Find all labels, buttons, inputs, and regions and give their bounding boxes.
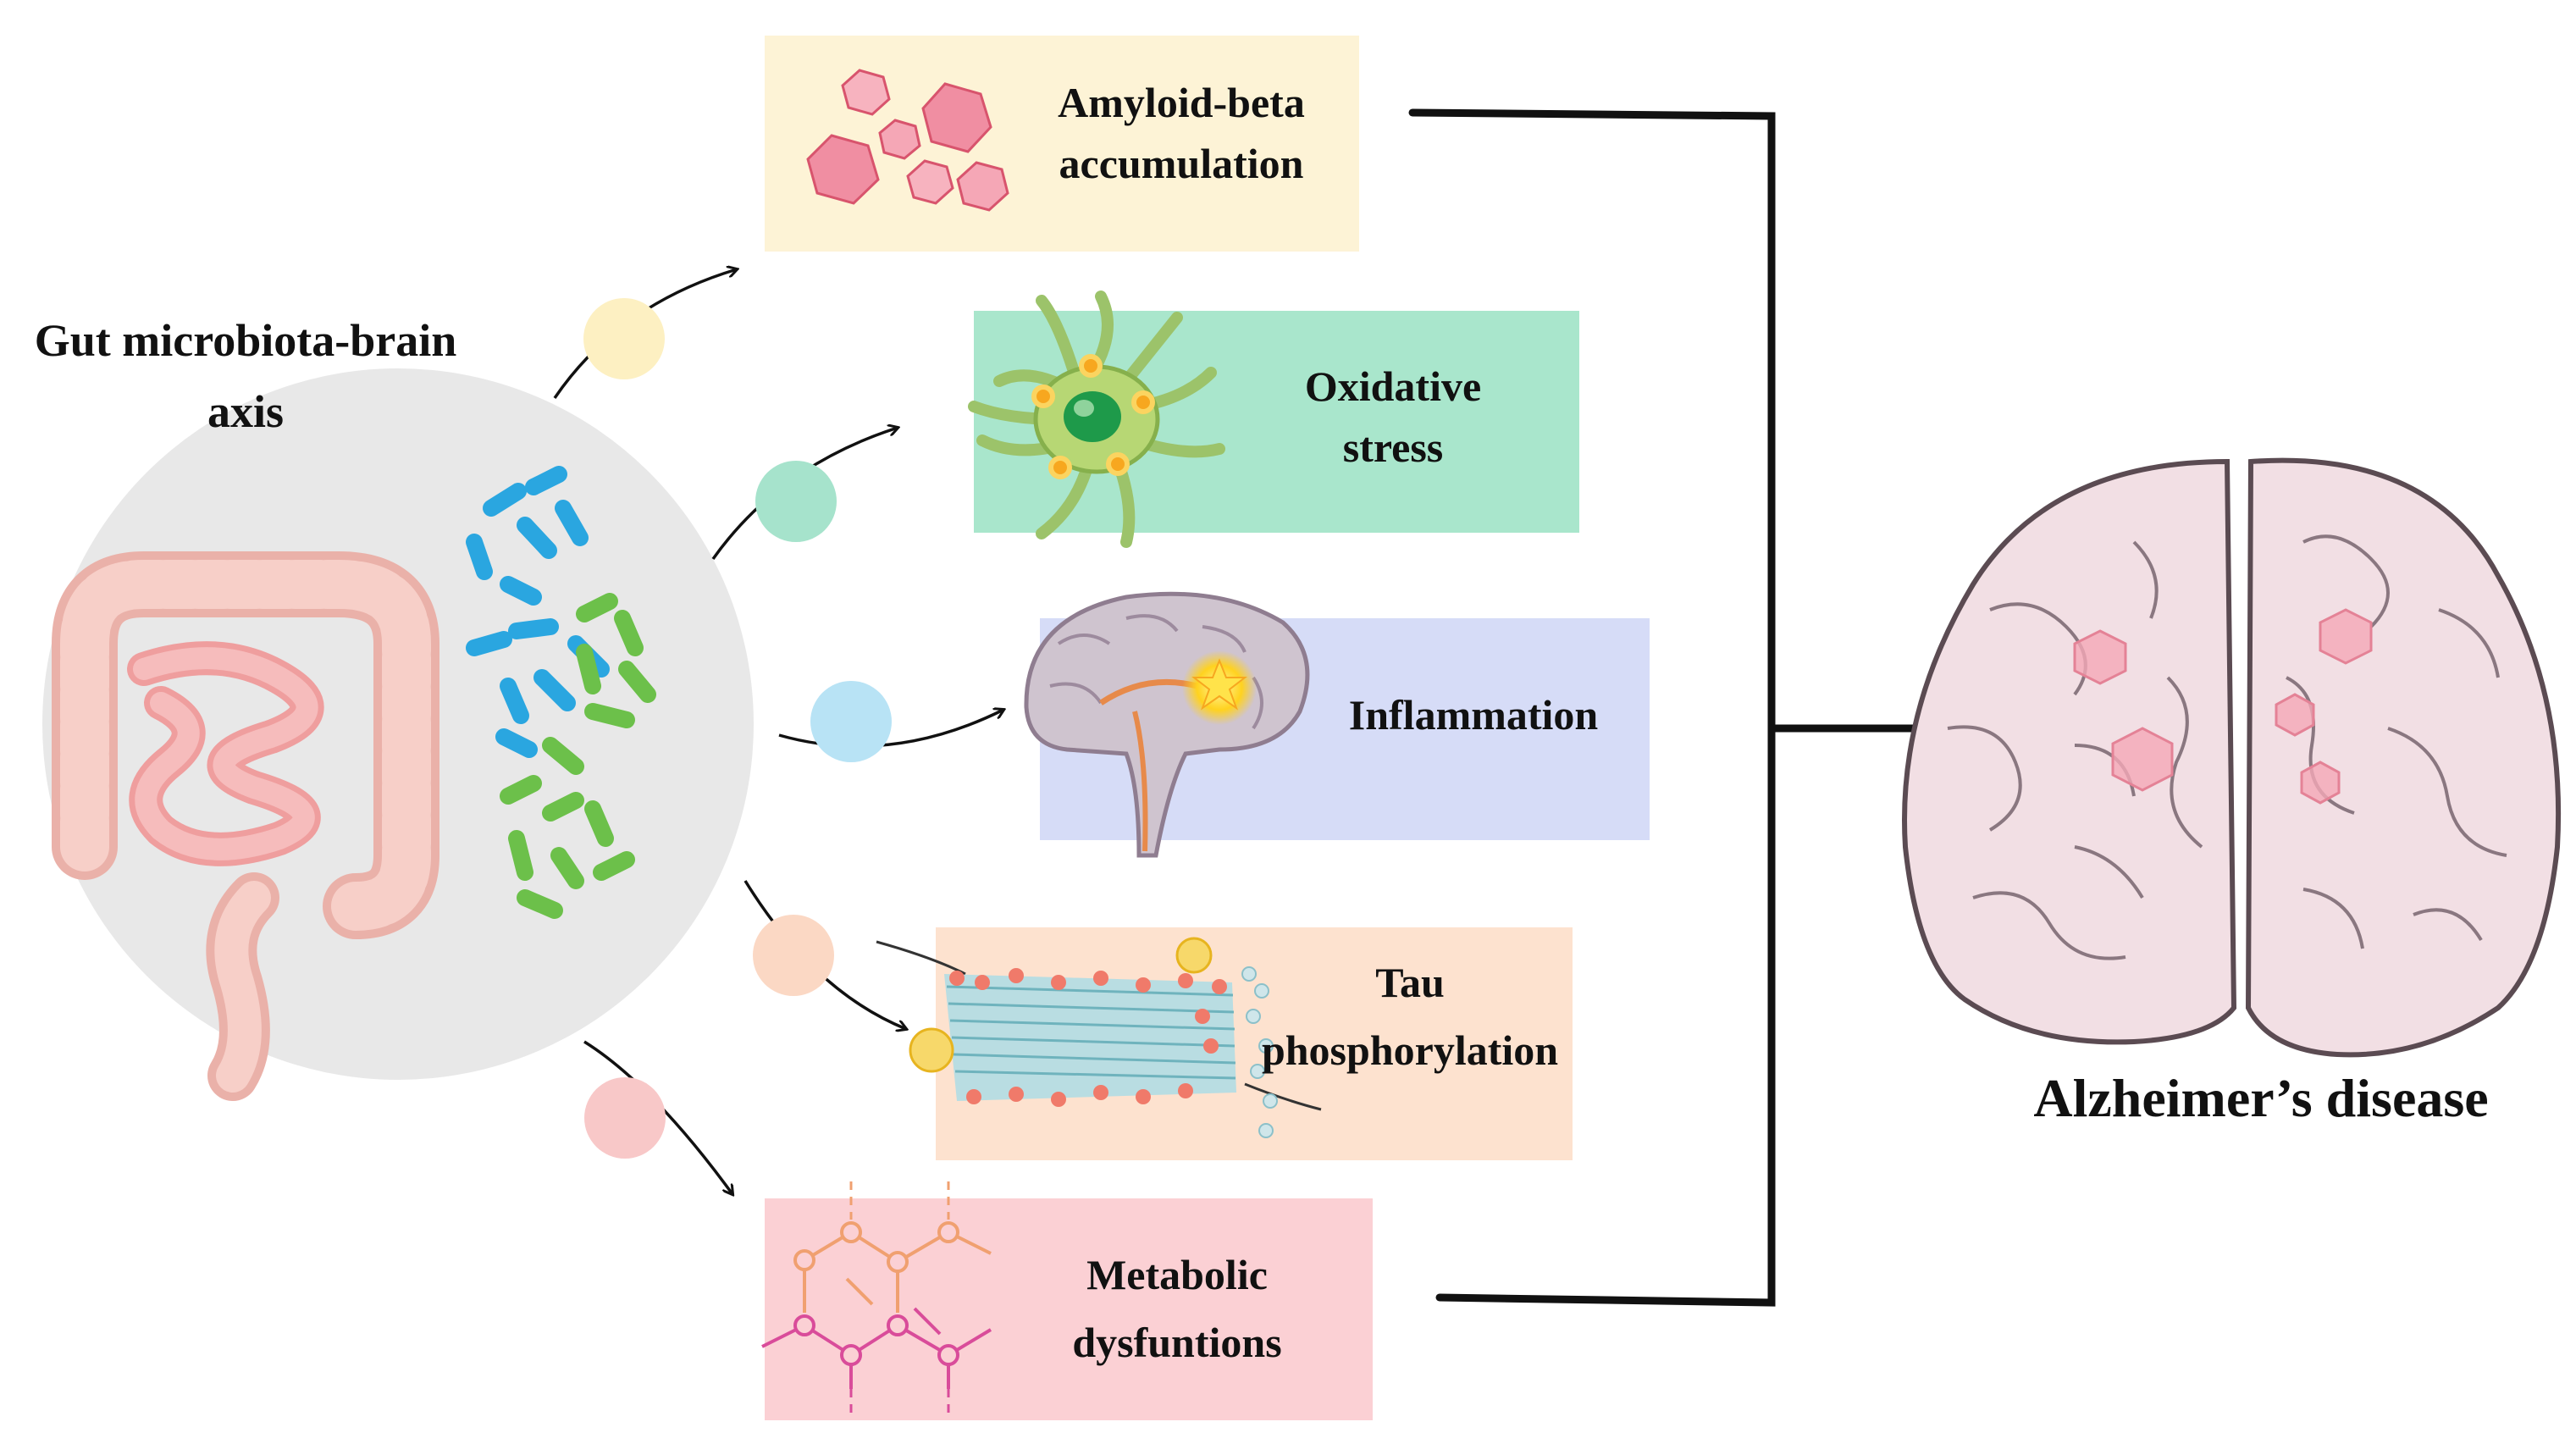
mechanism-label-metabolic: Metabolic dysfuntions [1020,1241,1334,1376]
mechanism-label-tau: Tau phosphorylation [1245,949,1575,1084]
arrow-to-inflammation [778,710,1003,748]
alzheimer-brain-icon [1902,457,2562,1058]
pathway-dot-inflammation [810,681,892,762]
gut-axis-title-line1: Gut microbiota-brain [34,315,457,366]
microtubule-icon [876,937,1322,1138]
stressed-cell-icon [968,290,1225,548]
bacteria-cluster-icon [466,466,656,919]
mechanism-label-inflammation: Inflammation [1308,684,1639,745]
phosphate-icon [909,1027,954,1073]
gut-microbiota-panel [42,269,1003,1194]
mechanism-box-metabolic [765,1198,1373,1420]
metabolic-network-icon [761,1181,992,1419]
hexagon-crystals-icon [806,69,1009,212]
mechanism-label-oxidative-line2: stress [1342,423,1444,471]
outcome-label: Alzheimer’s disease [2033,1068,2489,1128]
gut-axis-title: Gut microbiota-brain axis [0,305,491,447]
pathway-dot-amyloid [583,298,665,379]
mechanism-label-amyloid-line2: accumulation [1059,140,1304,187]
inflamed-brain-icon [1024,591,1310,858]
mechanism-label-oxidative: Oxidative stress [1253,356,1533,478]
mechanism-label-metabolic-line1: Metabolic [1086,1251,1268,1298]
mechanism-label-inflammation-line1: Inflammation [1348,691,1599,739]
mechanism-label-metabolic-line2: dysfuntions [1072,1319,1282,1366]
pathway-dot-metabolic [584,1077,666,1159]
mechanism-label-amyloid: Amyloid-beta accumulation [1025,72,1338,194]
mechanism-label-oxidative-line1: Oxidative [1304,362,1482,410]
intestine-icon [52,551,439,1101]
pathway-dot-oxidative [755,461,837,542]
pathway-dot-tau [753,915,834,996]
gut-axis-title-line2: axis [207,386,285,437]
mechanism-label-amyloid-line1: Amyloid-beta [1058,79,1305,126]
convergence-bracket [1408,108,1922,1307]
pathway-dots [583,298,892,1159]
mechanism-label-tau-line1: Tau [1375,959,1445,1006]
mechanism-label-tau-line2: phosphorylation [1261,1026,1559,1074]
phosphate-icon [1175,937,1213,974]
